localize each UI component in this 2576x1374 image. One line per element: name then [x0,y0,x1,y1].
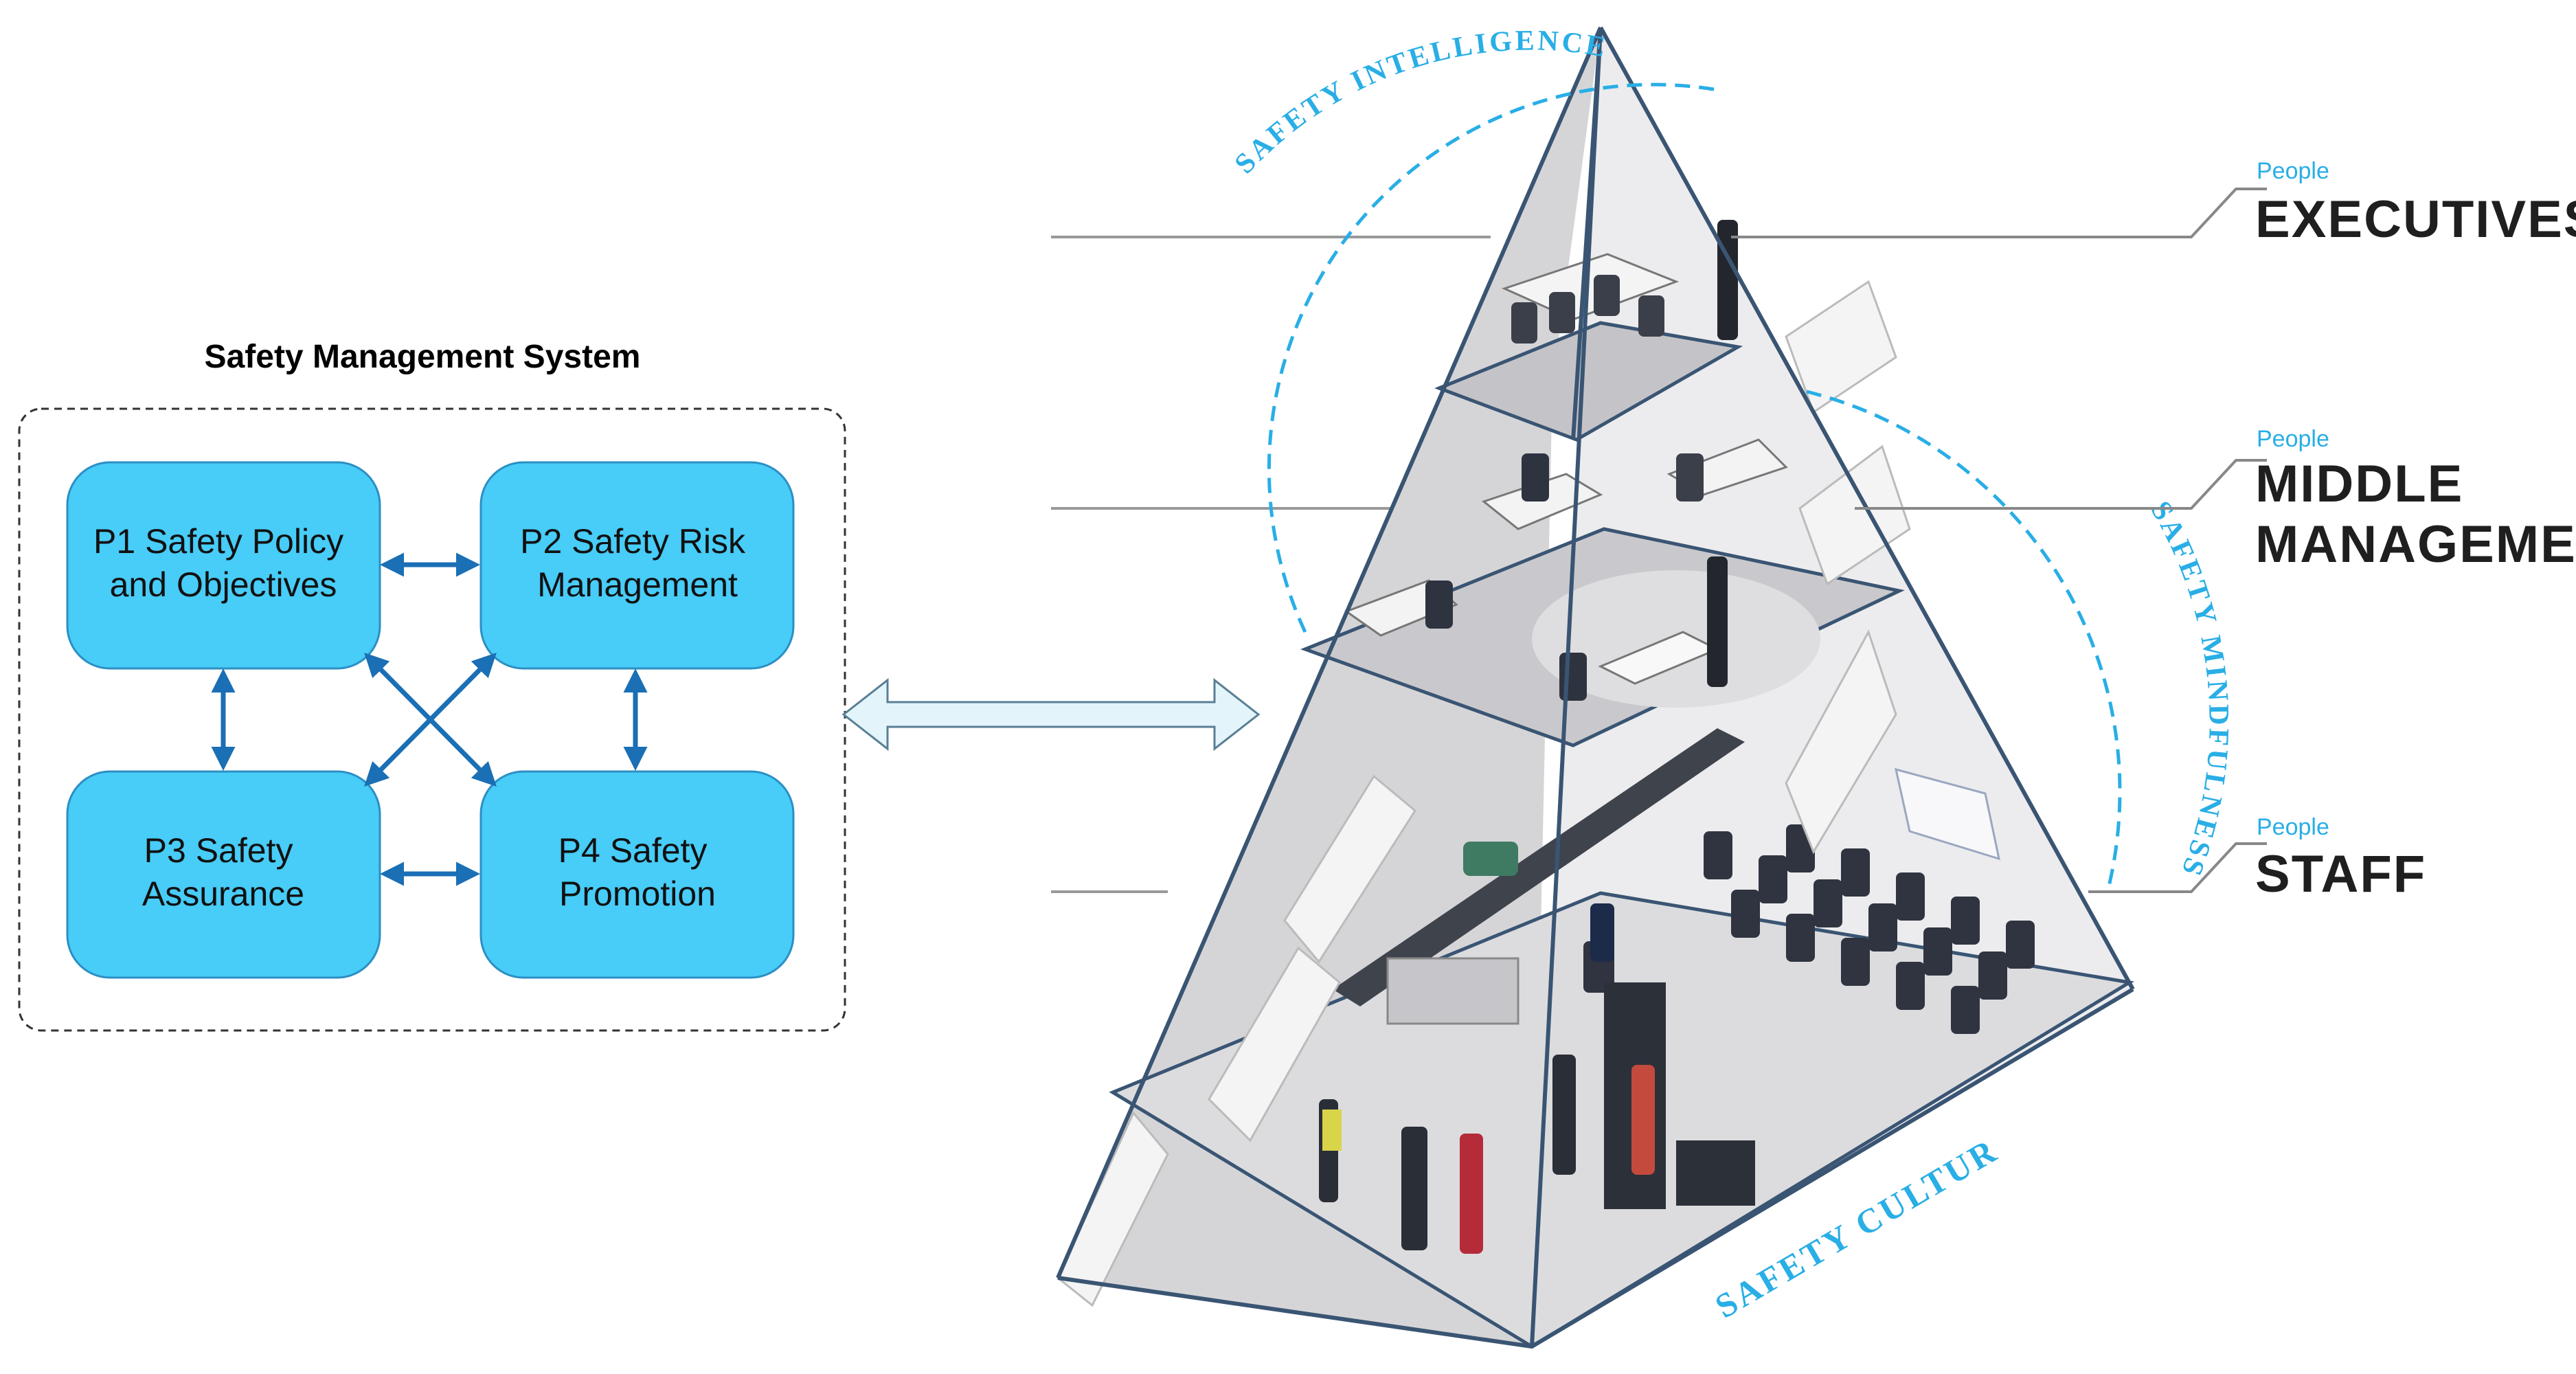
p4-label-line2: Promotion [559,875,716,913]
sms-title: Safety Management System [205,339,641,375]
dashed-arc-mindfulness [1806,390,2122,887]
p3-label-line2: Assurance [142,875,304,913]
p2-label-line1: P2 Safety Risk [520,522,746,561]
sms-dashed-frame [18,407,846,1032]
p3-label-line1: P3 Safety [144,831,293,870]
bidirectional-link-arrow [841,677,1261,752]
sms-box-p1: P1 Safety Policy and Objectives [66,461,381,670]
p2-label-line2: Management [537,565,738,604]
pyramid-inner-edge [1571,27,1603,440]
middle-management-offices [1344,438,1820,708]
arrow-p2-p3 [364,653,497,787]
tier-staff-people: People [2257,814,2329,840]
dashed-arc-intelligence [1267,82,1715,633]
sms-panel: Safety Management System P1 Safety Polic… [18,339,846,1032]
p1-label-line1: P1 Safety Policy [93,522,343,561]
svg-text:P1 Safety Policy and O: P1 Safety Policy and Objectives [93,522,353,604]
tier-executives-people: People [2257,158,2329,184]
floor-executives [1434,321,1743,442]
staff-floor-terminal [1319,728,2035,1254]
staircases [1057,280,1911,1307]
sms-box-p2: P2 Safety Risk Management [479,461,795,670]
svg-text:P3 Safety Assurance: P3 Safety Assurance [142,831,304,913]
tier-middle-name-line2: MANAGEMENT [2255,515,2576,574]
tier-middle-name-line1: MIDDLE [2255,455,2463,513]
pyramid-base-edge [1057,987,2134,1349]
svg-text:P4 Safety Promotion: P4 Safety Promotion [558,831,717,913]
svg-text:P2 Safety Risk Managem: P2 Safety Risk Management [520,522,755,604]
connector-executives [1731,188,2267,238]
pyramid-edge-center [1530,27,1603,1347]
tier-executives-name: EXECUTIVES [2255,190,2576,249]
p4-label-line1: P4 Safety [558,831,708,870]
label-safety-mindfulness: SAFETY MINDFULNESS [2144,496,2234,882]
pyramid-edge-left [1056,26,1603,1279]
sms-box-p4: P4 Safety Promotion [479,770,795,979]
tier-staff-name: STAFF [2255,845,2426,903]
p1-label-line2: and Objectives [110,565,337,604]
connector-middle [1855,459,2267,510]
connector-staff [2088,842,2267,893]
sms-box-p3: P3 Safety Assurance [66,770,381,979]
tier-middle-people: People [2257,426,2329,452]
